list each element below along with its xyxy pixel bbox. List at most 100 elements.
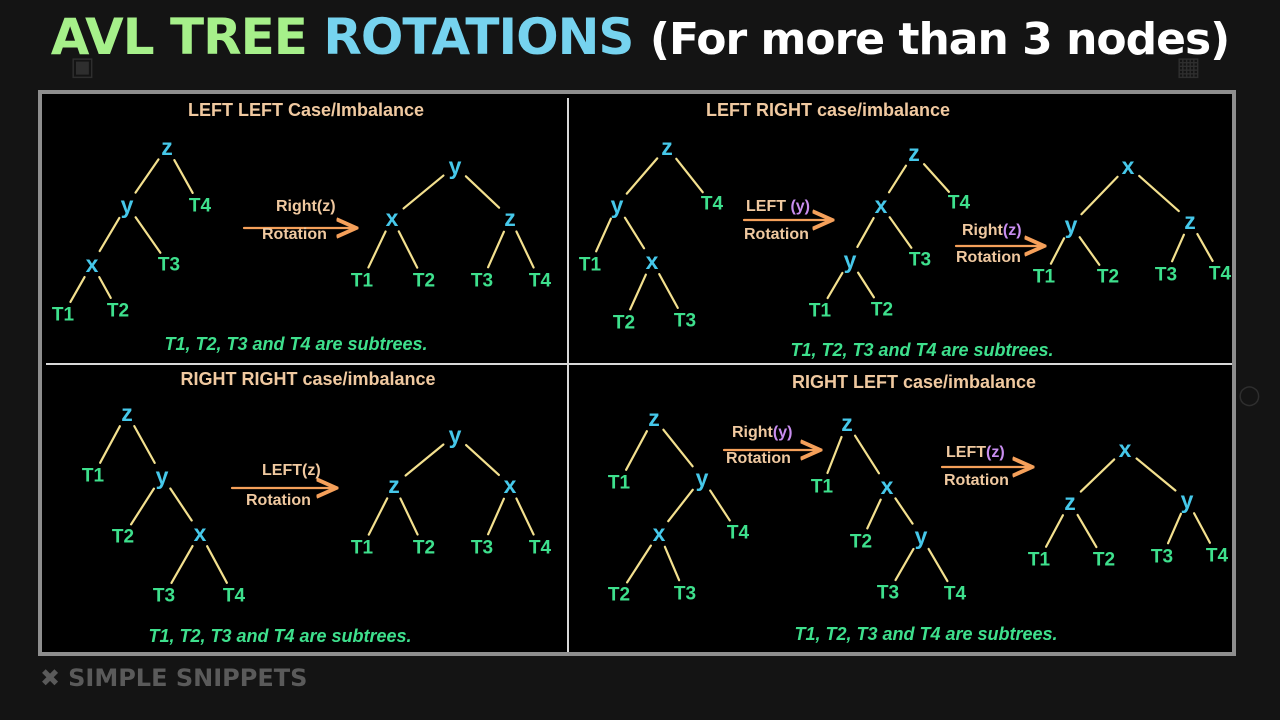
tree-edge <box>1049 237 1066 265</box>
rotation-text-rr: Rotation <box>246 492 311 509</box>
node-label: z <box>1184 208 1196 234</box>
tree-edge <box>856 216 875 249</box>
subtree-label: T2 <box>112 527 134 548</box>
node-label: z <box>504 205 516 231</box>
subtree-label: T3 <box>471 538 493 559</box>
rotation-label-rl-1: Right(y) <box>732 424 792 442</box>
tree-edge <box>134 216 162 254</box>
subtree-label: T2 <box>1097 267 1119 288</box>
tree-edge <box>629 273 647 311</box>
tree-edge <box>663 545 681 582</box>
node-label: x <box>875 192 888 218</box>
tree-edge <box>927 547 949 583</box>
tree-edge <box>826 435 843 475</box>
node-label: y <box>449 422 462 448</box>
tree-edge <box>625 430 648 471</box>
subtree-label: T1 <box>351 271 374 292</box>
quadrant-note-right-left: T1, T2, T3 and T4 are subtrees. <box>794 624 1058 644</box>
tree-edge <box>134 158 160 194</box>
title-avl-tree: AVL TREE <box>50 8 308 66</box>
rotation-node: (z) <box>302 462 321 479</box>
brand-logo: ✖SIMPLE SNIPPETS <box>40 664 307 692</box>
tree-edge <box>397 230 419 269</box>
rotation-node: (y) <box>790 198 811 215</box>
rotation-text-rl-1: Rotation <box>726 450 791 467</box>
rotation-text-ll: Rotation <box>262 226 327 243</box>
tree-edge <box>399 497 419 536</box>
title-rotations: ROTATIONS <box>323 8 634 66</box>
node-label: z <box>908 140 920 166</box>
subtree-label: T2 <box>1093 550 1115 571</box>
rotation-node: (z) <box>316 198 336 215</box>
node-label: y <box>449 153 462 179</box>
quadrant-title-left-right: LEFT RIGHT case/imbalance <box>705 100 951 120</box>
tree-edge <box>133 425 156 464</box>
tree-edge <box>662 428 694 468</box>
tree-edge <box>626 544 652 584</box>
subtree-label: T4 <box>727 523 750 544</box>
subtree-label: T4 <box>189 196 212 217</box>
node-label: y <box>1181 487 1194 513</box>
brand-name: SIMPLE SNIPPETS <box>68 664 308 692</box>
node-label: x <box>653 520 666 546</box>
node-label: x <box>504 472 517 498</box>
subtree-label: T3 <box>153 586 175 607</box>
tree-edge <box>1078 236 1101 266</box>
tree-edge <box>894 497 914 525</box>
subtree-label: T1 <box>608 473 631 494</box>
tree-edge <box>170 544 194 585</box>
tree-edge <box>675 157 704 194</box>
tree-edge <box>173 158 194 195</box>
rotation-label-rr: LEFT(z) <box>262 462 321 480</box>
tree-edge <box>206 545 228 584</box>
rotation-label-rl-2: LEFT(z) <box>946 444 1005 462</box>
tree-edge <box>1192 512 1212 544</box>
tree-edge <box>129 487 156 526</box>
tree-edge <box>1196 232 1214 263</box>
subtree-label: T3 <box>1155 265 1177 286</box>
tree-edge <box>1135 457 1177 492</box>
rotation-text-lr-2: Rotation <box>956 249 1021 266</box>
node-label: y <box>696 465 709 491</box>
tree-edge <box>486 230 506 269</box>
node-label: x <box>646 248 659 274</box>
tree-edge <box>99 425 121 464</box>
tree-edge <box>169 487 193 522</box>
subtree-label: T2 <box>413 271 435 292</box>
tree-edge <box>1080 175 1119 216</box>
node-label: x <box>1119 436 1132 462</box>
subtree-label: T1 <box>1033 267 1056 288</box>
tree-edge <box>658 273 679 309</box>
tree-edge <box>667 488 694 523</box>
tree-edge <box>367 230 387 269</box>
subtree-label: T4 <box>529 538 552 559</box>
tree-edge <box>404 443 445 477</box>
rotation-op: LEFT <box>262 462 302 479</box>
rotation-op: LEFT <box>746 198 786 215</box>
subtree-label: T4 <box>948 193 971 214</box>
subtree-label: T1 <box>82 466 105 487</box>
node-label: x <box>194 520 207 546</box>
tree-edge <box>1076 513 1098 549</box>
rotation-node: (y) <box>772 424 793 441</box>
rotation-node: (z) <box>1002 222 1022 239</box>
subtree-label: T3 <box>909 250 931 271</box>
subtree-label: T3 <box>471 271 493 292</box>
subtree-label: T3 <box>674 584 696 605</box>
rotation-label-lr-2: Right(z) <box>962 222 1022 240</box>
quadrant-title-left-left: LEFT LEFT Case/Imbalance <box>187 100 425 120</box>
node-label: y <box>156 463 169 489</box>
node-label: x <box>86 251 99 277</box>
subtree-label: T2 <box>413 538 435 559</box>
tree-edge <box>709 489 731 522</box>
node-label: y <box>1065 212 1078 238</box>
subtree-label: T3 <box>158 255 180 276</box>
subtree-label: T2 <box>608 585 630 606</box>
tree-edge <box>464 175 501 209</box>
node-label: y <box>915 523 928 549</box>
subtree-label: T1 <box>809 301 832 322</box>
subtree-label: T4 <box>1209 264 1232 285</box>
subtree-label: T1 <box>579 255 602 276</box>
tree-edge <box>922 163 951 193</box>
